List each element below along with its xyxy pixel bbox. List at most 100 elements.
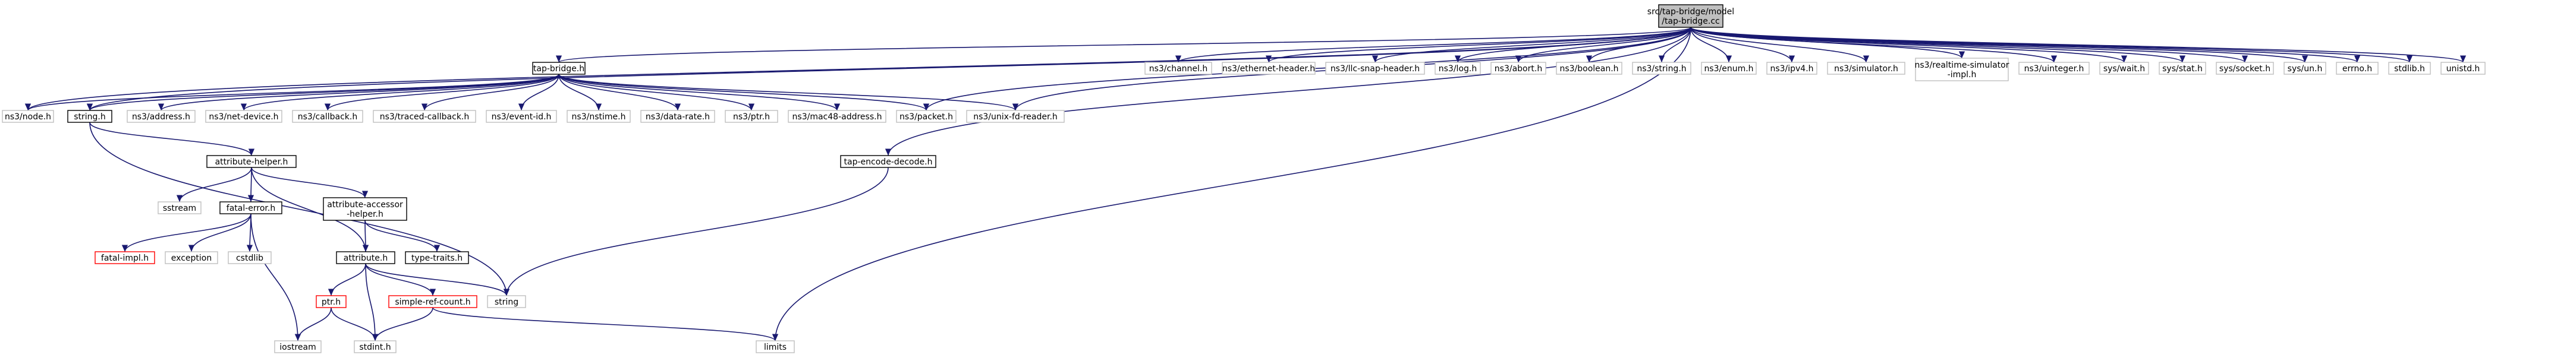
edge-root-to-ns3_channel [1175, 27, 1691, 63]
node-box [640, 110, 715, 123]
node-ns3-enum: ns3/enum.h [1701, 62, 1757, 75]
edge-fatal_error-to-fatal_impl [121, 213, 251, 252]
edge-root-to-ns3_simulator [1690, 27, 1870, 63]
edge-attribute_helper-to-attr_accessor [251, 167, 369, 198]
edge-string_h-to-attribute_helper [89, 122, 255, 156]
node-box [405, 251, 469, 264]
node-box [354, 340, 397, 353]
node-label: -impl.h [1948, 70, 1977, 80]
edge-root-to-ns3_uinteger [1690, 27, 2057, 63]
node-box [2440, 62, 2486, 75]
node-cstdlib: cstdlib [228, 251, 272, 264]
node-attribute-h[interactable]: attribute.h [336, 251, 395, 264]
node-label: ns3/ethernet-header.h [1222, 64, 1315, 74]
node-label: ns3/string.h [1637, 64, 1686, 74]
node-tap-bridge-h[interactable]: tap-bridge.h [532, 62, 586, 75]
node-type-traits[interactable]: type-traits.h [405, 251, 469, 264]
node-label: string [495, 297, 518, 307]
node-label: ns3/boolean.h [1559, 64, 1618, 74]
edge-ptr_h-to-stdint_h [331, 307, 379, 341]
node-box [95, 251, 155, 264]
node-label: cstdlib [236, 254, 263, 263]
node-string-h[interactable]: string.h [67, 110, 112, 123]
edge-attr_accessor-to-type_traits [364, 220, 441, 252]
node-label: stdint.h [359, 343, 391, 352]
node-label: unistd.h [2446, 64, 2480, 74]
node-label: errno.h [2342, 64, 2372, 74]
edge-attribute_h-to-ptr_h [328, 263, 366, 296]
node-fatal-error[interactable]: fatal-error.h [219, 201, 282, 214]
node-label: ns3/abort.h [1495, 64, 1542, 74]
node-ns3-channel: ns3/channel.h [1144, 62, 1212, 75]
edge-root-to-ns3_llc [1372, 27, 1691, 63]
node-ns3-ipv4: ns3/ipv4.h [1766, 62, 1817, 75]
node-attribute-helper[interactable]: attribute-helper.h [206, 155, 297, 168]
node-label: src/tap-bridge/model [1647, 7, 1734, 17]
node-label: attribute-accessor [327, 200, 403, 210]
node-ns3-node: ns3/node.h [2, 110, 54, 123]
edge-root-to-ns3_string [1658, 27, 1691, 63]
node-label: simple-ref-count.h [395, 297, 470, 307]
node-limits: limits [756, 340, 795, 353]
node-sys-wait: sys/wait.h [2099, 62, 2149, 75]
node-box [336, 251, 395, 264]
edge-root-to-unistd_h [1690, 27, 2466, 63]
node-label: ns3/llc-snap-header.h [1331, 64, 1420, 74]
node-fatal-impl[interactable]: fatal-impl.h [95, 251, 155, 264]
node-box [1556, 62, 1622, 75]
node-box [373, 110, 476, 123]
node-label: stdlib.h [2394, 64, 2425, 74]
node-box [1658, 4, 1723, 28]
edge-ptr_h-to-iostream [294, 307, 332, 341]
node-label: limits [764, 343, 787, 352]
edge-simple_ref-to-limits [432, 307, 778, 341]
node-box [567, 110, 631, 123]
node-exception: exception [165, 251, 218, 264]
edge-root-to-ns3_abort [1515, 27, 1691, 63]
node-ns3-simulator: ns3/simulator.h [1827, 62, 1905, 75]
node-ns3-callback: ns3/callback.h [292, 110, 363, 123]
node-label: ns3/unix-fd-reader.h [973, 112, 1058, 122]
node-label: ns3/simulator.h [1834, 64, 1898, 74]
edge-attr_accessor-to-attribute_h [362, 220, 369, 252]
edge-tap_bridge_h-to-ns3_address [158, 74, 559, 111]
node-ptr-h[interactable]: ptr.h [316, 295, 347, 308]
edge-attribute_h-to-simple_ref [365, 263, 436, 296]
edge-root-to-errno_h [1690, 27, 2360, 63]
edge-attribute_h-to-stdint_h [365, 263, 379, 341]
node-label: fatal-impl.h [101, 254, 149, 263]
node-ns3-net-device: ns3/net-device.h [205, 110, 282, 123]
node-box [1325, 62, 1425, 75]
node-label: ns3/log.h [1439, 64, 1477, 74]
edge-tap_bridge_h-to-ns3_net_device [241, 74, 559, 111]
node-label: ns3/realtime-simulator [1915, 61, 2009, 70]
edge-tap_bridge_h-to-ns3_nstime [558, 74, 602, 111]
node-tap-encode[interactable]: tap-encode-decode.h [840, 155, 936, 168]
node-label: ns3/data-rate.h [646, 112, 710, 122]
node-label: sys/socket.h [2219, 64, 2270, 74]
node-ns3-llc: ns3/llc-snap-header.h [1325, 62, 1425, 75]
node-root[interactable]: src/tap-bridge/model/tap-bridge.cc [1647, 4, 1734, 28]
edge-tap_bridge_h-to-ns3_callback [325, 74, 559, 111]
node-label: -helper.h [347, 210, 383, 219]
node-ns3-boolean: ns3/boolean.h [1556, 62, 1622, 75]
node-attr-accessor[interactable]: attribute-accessor-helper.h [323, 197, 407, 221]
node-ns3-log: ns3/log.h [1435, 62, 1481, 75]
node-label: attribute-helper.h [215, 157, 288, 167]
edge-root-to-tap_bridge_h [556, 27, 1691, 63]
node-string-std: string [487, 295, 526, 308]
node-box [2018, 62, 2090, 75]
node-label: ns3/net-device.h [209, 112, 278, 122]
node-ns3-event-id: ns3/event-id.h [486, 110, 557, 123]
edge-tap_bridge_h-to-string_h [87, 74, 559, 111]
node-label: ns3/uinteger.h [2024, 64, 2084, 74]
node-box [1222, 62, 1316, 75]
node-iostream: iostream [274, 340, 322, 353]
node-label: ns3/enum.h [1704, 64, 1753, 74]
node-simple-ref[interactable]: simple-ref-count.h [388, 295, 477, 308]
edges-layer [25, 27, 2466, 341]
node-label: attribute.h [344, 254, 388, 263]
edge-root-to-ns3_log [1455, 27, 1691, 63]
node-label: ns3/node.h [5, 112, 51, 122]
